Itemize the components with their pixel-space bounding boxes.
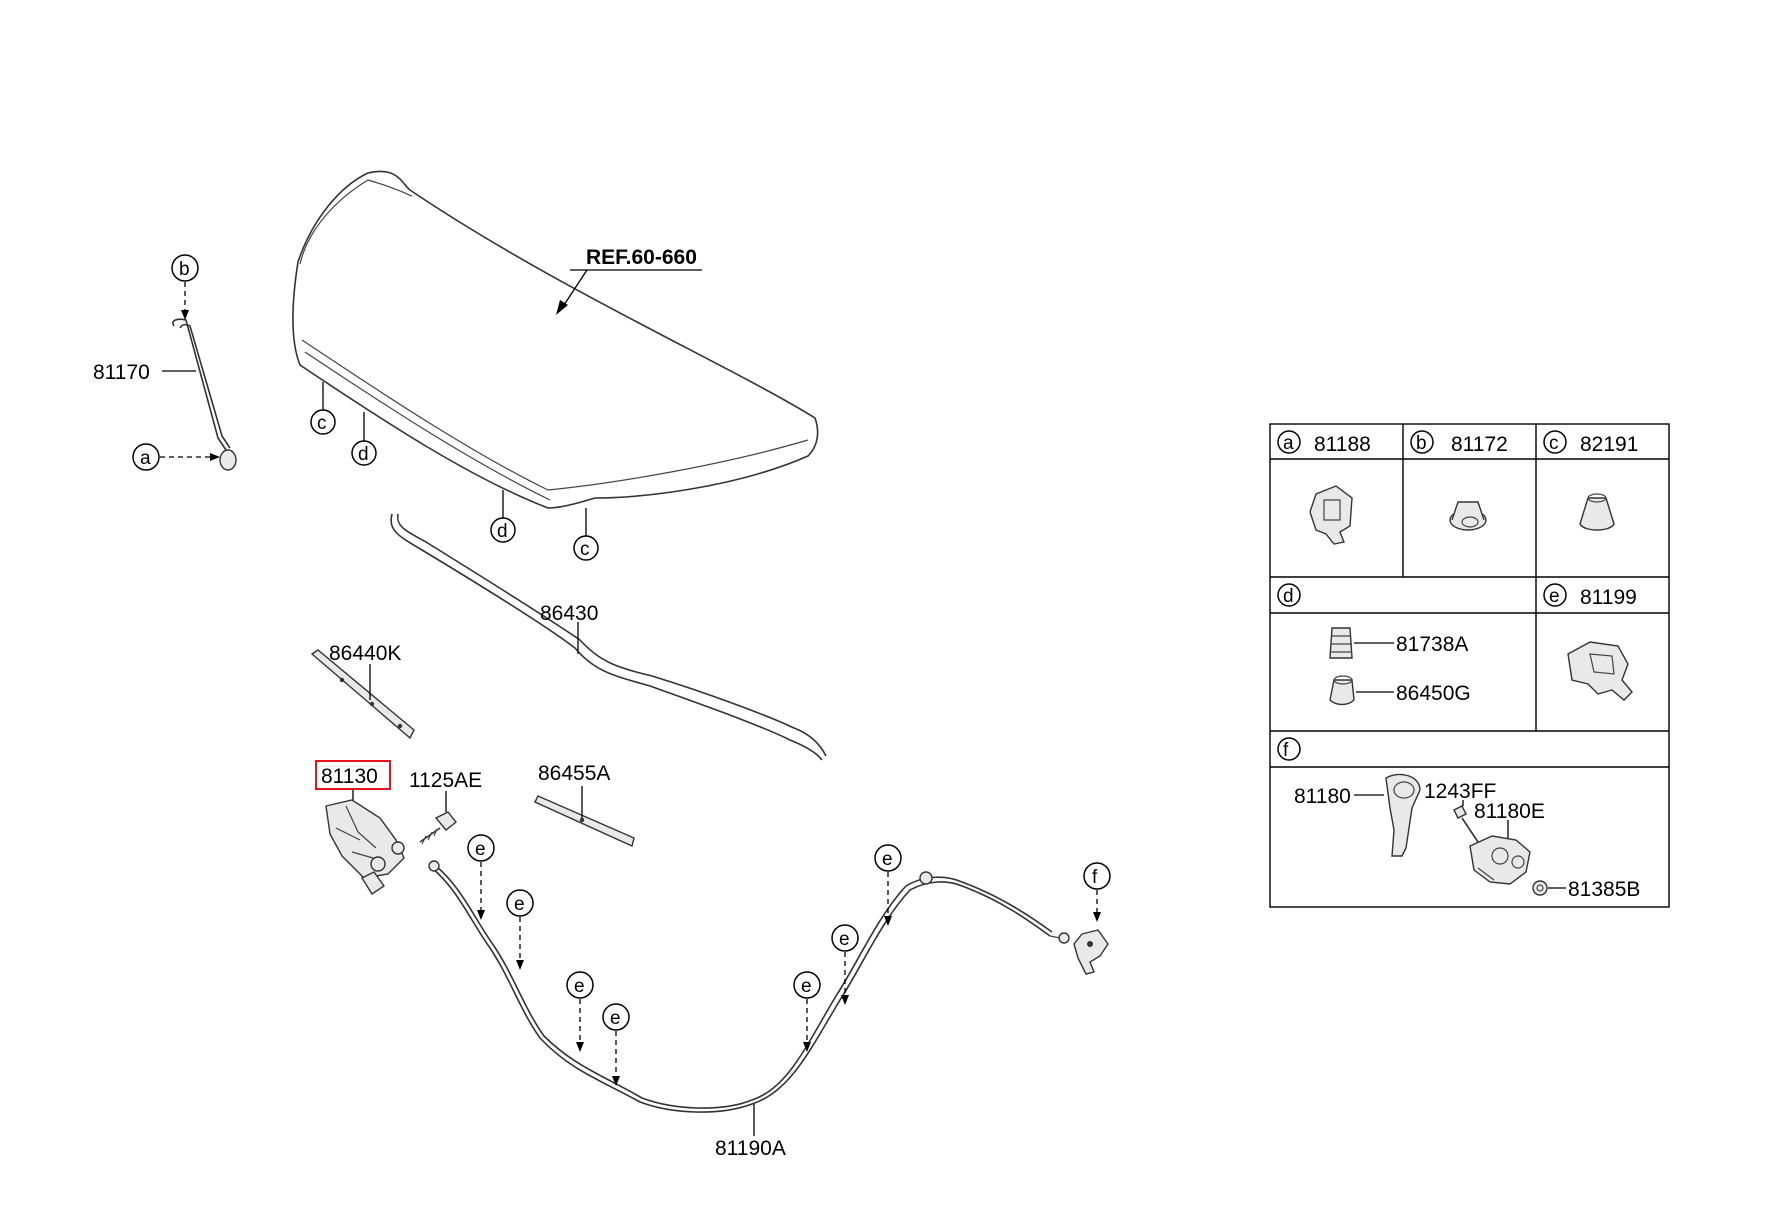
ref-arrow [556,300,568,315]
svg-text:a: a [140,448,151,469]
svg-text:b: b [179,259,190,280]
part-label-86440k: 86440K [329,642,401,665]
cable-clip-callouts: e e e e e e e [467,834,902,1086]
svg-text:c: c [580,539,590,560]
legend-part-81172: 81172 [1451,433,1508,456]
legend-letter-a: a [1283,433,1294,454]
release-handle [1073,929,1109,975]
part-label-81170: 81170 [93,361,150,384]
bracket-81180e-icon [1469,835,1531,885]
svg-text:e: e [839,929,850,950]
part-label-86455a: 86455A [538,762,610,785]
legend-part-81188: 81188 [1314,433,1371,456]
bumper-86450g-icon [1329,675,1355,706]
legend-part-86450g: 86450G [1396,682,1471,705]
legend-part-81180: 81180 [1294,785,1351,808]
hood-stay-rod [172,318,237,471]
bumper-81738a-icon [1329,627,1353,659]
svg-text:e: e [574,976,585,997]
svg-text:d: d [497,521,508,542]
callout-c [573,535,599,561]
svg-text:e: e [610,1008,621,1029]
callout-b [171,254,199,282]
part-label-86430: 86430 [540,602,598,625]
svg-text:e: e [514,894,525,915]
grommet-81172-icon [1449,501,1487,531]
hood-panel [292,170,819,509]
weatherstrip-86430 [390,513,827,761]
legend-part-81385b: 81385B [1568,878,1640,901]
svg-text:f: f [1092,867,1098,888]
svg-text:e: e [475,839,486,860]
ref-leader [561,269,588,309]
nut-81385b-icon [1532,880,1548,896]
svg-text:e: e [882,849,893,870]
callout-f [1083,862,1111,890]
part-label-1125ae: 1125AE [409,769,482,792]
legend-letter-d: d [1283,586,1294,607]
callout-a [132,443,160,471]
bumper-82191-icon [1579,493,1615,531]
clip-81199-icon [1567,641,1633,701]
svg-text:d: d [358,444,369,465]
legend-letter-c: c [1549,433,1559,454]
release-cable-81190a [428,860,1070,1113]
callout-d [351,440,377,466]
ref-label: REF.60-660 [586,246,697,269]
legend-part-82191: 82191 [1580,433,1638,456]
svg-text:c: c [317,413,327,434]
seal-86440k [310,649,415,740]
svg-text:e: e [801,976,812,997]
legend-part-81199: 81199 [1580,586,1637,609]
legend-table: a 81188 b 81172 c 82191 d e 81199 81738A [1269,423,1670,908]
hood-latch-81130 [325,799,405,895]
bolt-1125ae [419,811,457,845]
legend-letter-e: e [1549,586,1560,607]
release-lever-81180-icon [1385,773,1421,857]
part-label-81190a: 81190A [715,1137,786,1160]
legend-part-81738a: 81738A [1396,633,1468,656]
part-label-81130: 81130 [321,765,378,788]
seal-86455a [534,795,635,847]
callout-d [490,517,516,543]
callout-c [310,409,336,435]
clip-81188-icon [1309,485,1353,545]
legend-letter-f: f [1283,740,1289,761]
screw-1243ff-icon [1453,805,1479,843]
legend-part-81180e: 81180E [1474,800,1545,823]
legend-letter-b: b [1416,433,1427,454]
legend-part-1243ff: 1243FF [1424,780,1496,803]
